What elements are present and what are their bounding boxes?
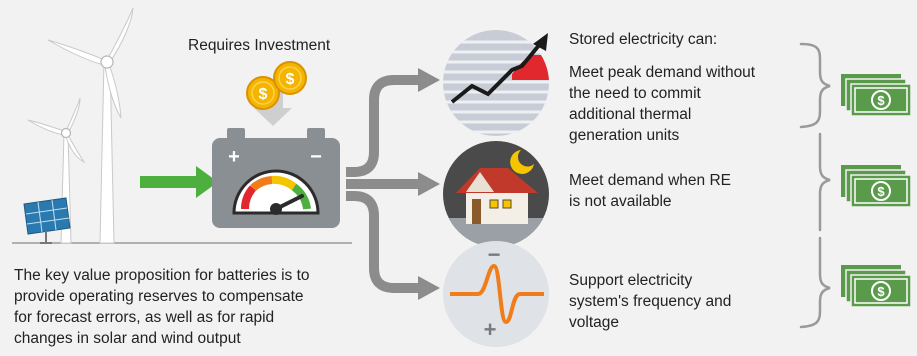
- benefit-line: Meet demand when RE: [569, 172, 731, 189]
- value-proposition-text: The key value proposition for batteries …: [14, 265, 379, 349]
- green-arrow-icon: [140, 166, 218, 198]
- benefit-frequency-voltage: Support electricity system's frequency a…: [569, 270, 784, 333]
- banknote-symbol: $: [877, 284, 885, 299]
- benefit-peak-demand: Meet peak demand without the need to com…: [569, 62, 784, 146]
- battery-minus-terminal: −: [310, 146, 322, 168]
- benefit-line: Support electricity: [569, 272, 693, 289]
- benefit-line: is not available: [569, 193, 672, 210]
- frequency-plus-sign: +: [484, 317, 497, 342]
- banknote-icon: $: [841, 74, 912, 117]
- branch-arrowheads: [418, 68, 440, 300]
- coin-symbol: $: [259, 86, 268, 103]
- benefit-line: voltage: [569, 314, 619, 331]
- value-line: provide operating reserves to compensate: [14, 288, 304, 305]
- brace-icon: [799, 42, 831, 329]
- value-line: changes in solar and wind output: [14, 330, 241, 347]
- benefit-line: generation units: [569, 127, 680, 144]
- value-line: The key value proposition for batteries …: [14, 267, 310, 284]
- banknote-symbol: $: [877, 93, 885, 108]
- frequency-wave-icon: − +: [443, 241, 549, 347]
- coin-symbol: $: [286, 71, 295, 88]
- house-night-icon: [443, 141, 549, 247]
- frequency-minus-sign: −: [488, 242, 501, 267]
- battery-plus-terminal: +: [228, 146, 240, 168]
- coin-icon: $ $: [246, 61, 307, 126]
- solar-panel-icon: [23, 197, 71, 244]
- rising-chart-icon: [443, 30, 549, 136]
- investment-label: Requires Investment: [188, 37, 331, 54]
- value-line: for forecast errors, as well as for rapi…: [14, 309, 275, 326]
- benefit-line: system's frequency and: [569, 293, 732, 310]
- branch-connector: [346, 75, 420, 293]
- banknote-icon: $: [841, 265, 912, 308]
- stored-heading: Stored electricity can:: [569, 31, 718, 48]
- banknote-symbol: $: [877, 184, 885, 199]
- benefit-line: the need to commit: [569, 85, 701, 102]
- moon-icon: [510, 150, 534, 174]
- benefit-re-unavailable: Meet demand when RE is not available: [569, 170, 784, 212]
- banknote-icon: $: [841, 165, 912, 208]
- benefit-line: Meet peak demand without: [569, 64, 756, 81]
- benefit-line: additional thermal: [569, 106, 692, 123]
- gauge-icon: [232, 169, 320, 215]
